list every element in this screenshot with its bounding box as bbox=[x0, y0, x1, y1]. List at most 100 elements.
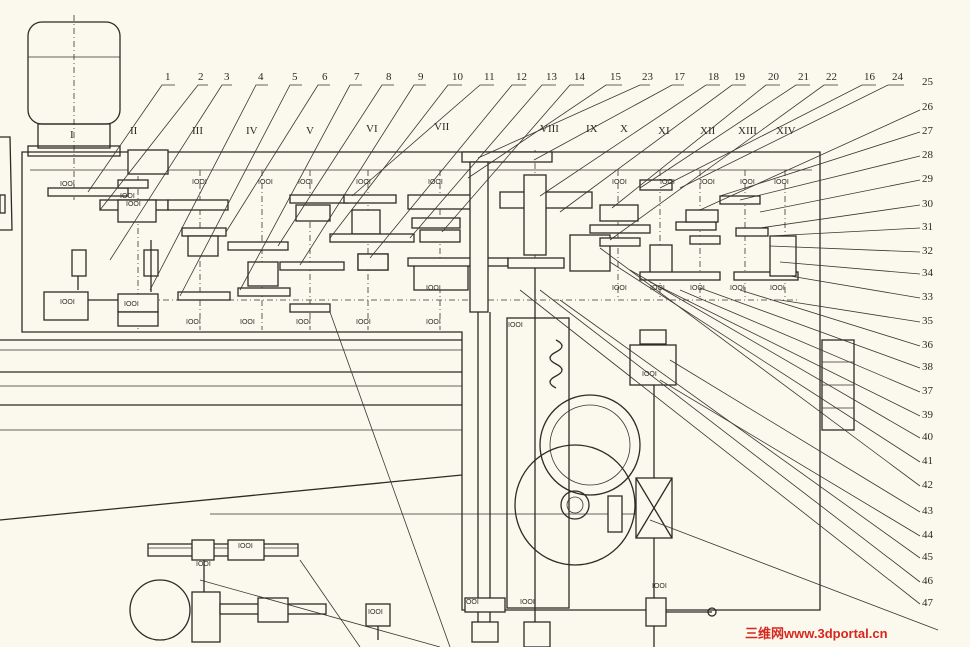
callout-12: 12 bbox=[516, 71, 527, 83]
callout-4: 4 bbox=[258, 71, 264, 83]
bearing-symbol: IOOI bbox=[60, 299, 75, 306]
callout-32: 32 bbox=[922, 245, 933, 257]
callout-39: 39 bbox=[922, 409, 934, 421]
bearing-symbol: IOOI bbox=[428, 179, 443, 186]
callout-6: 6 bbox=[322, 71, 328, 83]
callout-10: 10 bbox=[452, 71, 464, 83]
shaft-label-iii: III bbox=[192, 125, 203, 137]
shaft-label-xii: XII bbox=[700, 125, 716, 137]
callout-42: 42 bbox=[922, 479, 933, 491]
callout-36: 36 bbox=[922, 339, 934, 351]
callout-14: 14 bbox=[574, 71, 586, 83]
callout-41: 41 bbox=[922, 455, 933, 467]
callout-9: 9 bbox=[418, 71, 424, 83]
callout-31: 31 bbox=[922, 221, 933, 233]
bearing-symbol: IOOI bbox=[124, 301, 139, 308]
callout-17: 17 bbox=[674, 71, 686, 83]
callout-18: 18 bbox=[708, 71, 720, 83]
bearing-symbol: IOOI bbox=[120, 193, 135, 200]
callout-35: 35 bbox=[922, 315, 934, 327]
watermark: 三维网www.3dportal.cn bbox=[745, 626, 888, 641]
bearing-symbol: IOOI bbox=[652, 583, 667, 590]
bearing-symbol: IOOI bbox=[642, 371, 657, 378]
shaft-label-ii: II bbox=[130, 125, 138, 137]
bearing-symbol: IOOI bbox=[60, 181, 75, 188]
bearing-labels: IOOI IOOI IOOI IOOI IOOI IOOI IOOI IOOI IOOI IOOI… bbox=[60, 179, 789, 616]
callout-20: 20 bbox=[768, 71, 780, 83]
shaft-label-x: X bbox=[620, 123, 628, 135]
bearing-symbol: IOOI bbox=[356, 319, 371, 326]
shaft-label-viii: VIII bbox=[540, 123, 559, 135]
callout-3: 3 bbox=[224, 71, 230, 83]
shaft-label-xi: XI bbox=[658, 125, 670, 137]
callout-15: 15 bbox=[610, 71, 622, 83]
bearing-symbol: IOOI bbox=[612, 285, 627, 292]
callout-30: 30 bbox=[922, 198, 934, 210]
bearing-symbol: IOOI bbox=[464, 599, 479, 606]
callout-43: 43 bbox=[922, 505, 934, 517]
diagram-drawing bbox=[0, 15, 939, 647]
callout-19: 19 bbox=[734, 71, 746, 83]
callout-16: 16 bbox=[864, 71, 876, 83]
bearing-symbol: IOOI bbox=[650, 285, 665, 292]
callout-2: 2 bbox=[198, 71, 204, 83]
bearing-symbol: IOOI bbox=[520, 599, 535, 606]
shaft-label-ix: IX bbox=[586, 123, 598, 135]
bearing-symbol: IOOI bbox=[508, 322, 523, 329]
callout-23: 23 bbox=[642, 71, 654, 83]
bearing-symbol: IOOI bbox=[700, 179, 715, 186]
shaft-label-iv: IV bbox=[246, 125, 258, 137]
bearing-symbol: IOOI bbox=[660, 179, 675, 186]
bearing-symbol: IOOI bbox=[196, 561, 211, 568]
shaft-label-vii: VII bbox=[434, 121, 450, 133]
callout-37: 37 bbox=[922, 385, 934, 397]
shaft-label-i: I bbox=[70, 129, 74, 141]
callout-1: 1 bbox=[165, 71, 171, 83]
callout-34: 34 bbox=[922, 267, 934, 279]
bearing-symbol: IOOI bbox=[740, 179, 755, 186]
bearing-symbol: IOOI bbox=[186, 319, 201, 326]
shaft-label-xiii: XIII bbox=[738, 125, 757, 137]
callout-8: 8 bbox=[386, 71, 392, 83]
callout-44: 44 bbox=[922, 529, 934, 541]
callout-7: 7 bbox=[354, 71, 360, 83]
callout-26: 26 bbox=[922, 101, 934, 113]
bearing-symbol: IOOI bbox=[240, 319, 255, 326]
callout-38: 38 bbox=[922, 361, 934, 373]
callout-24: 24 bbox=[892, 71, 904, 83]
bearing-symbol: IOOI bbox=[774, 179, 789, 186]
shaft-label-xiv: XIV bbox=[776, 125, 796, 137]
bearing-symbol: IOOI bbox=[298, 179, 313, 186]
callout-47: 47 bbox=[922, 597, 934, 609]
bearing-symbol: IOOI bbox=[126, 201, 141, 208]
bearing-symbol: IOOI bbox=[258, 179, 273, 186]
callout-46: 46 bbox=[922, 575, 934, 587]
shaft-label-v: V bbox=[306, 125, 314, 137]
callout-40: 40 bbox=[922, 431, 934, 443]
callout-45: 45 bbox=[922, 551, 934, 563]
bearing-symbol: IOOI bbox=[612, 179, 627, 186]
callout-29: 29 bbox=[922, 173, 934, 185]
callout-21: 21 bbox=[798, 71, 809, 83]
callout-13: 13 bbox=[546, 71, 558, 83]
bearing-symbol: IOOI bbox=[356, 179, 371, 186]
callout-5: 5 bbox=[292, 71, 298, 83]
bearing-symbol: IOOI bbox=[296, 319, 311, 326]
bearing-symbol: IOOI bbox=[770, 285, 785, 292]
callout-11: 11 bbox=[484, 71, 495, 83]
callout-27: 27 bbox=[922, 125, 934, 137]
callout-28: 28 bbox=[922, 149, 934, 161]
shaft-label-vi: VI bbox=[366, 123, 378, 135]
bearing-symbol: IOOI bbox=[368, 609, 383, 616]
bearing-symbol: IOOI bbox=[426, 285, 441, 292]
bearing-symbol: IOOI bbox=[426, 319, 441, 326]
bearing-symbol: IOOI bbox=[690, 285, 705, 292]
bearing-symbol: IOOI bbox=[192, 179, 207, 186]
bearing-symbol: IOOI bbox=[238, 543, 253, 550]
callout-25: 25 bbox=[922, 76, 934, 88]
callout-22: 22 bbox=[826, 71, 837, 83]
